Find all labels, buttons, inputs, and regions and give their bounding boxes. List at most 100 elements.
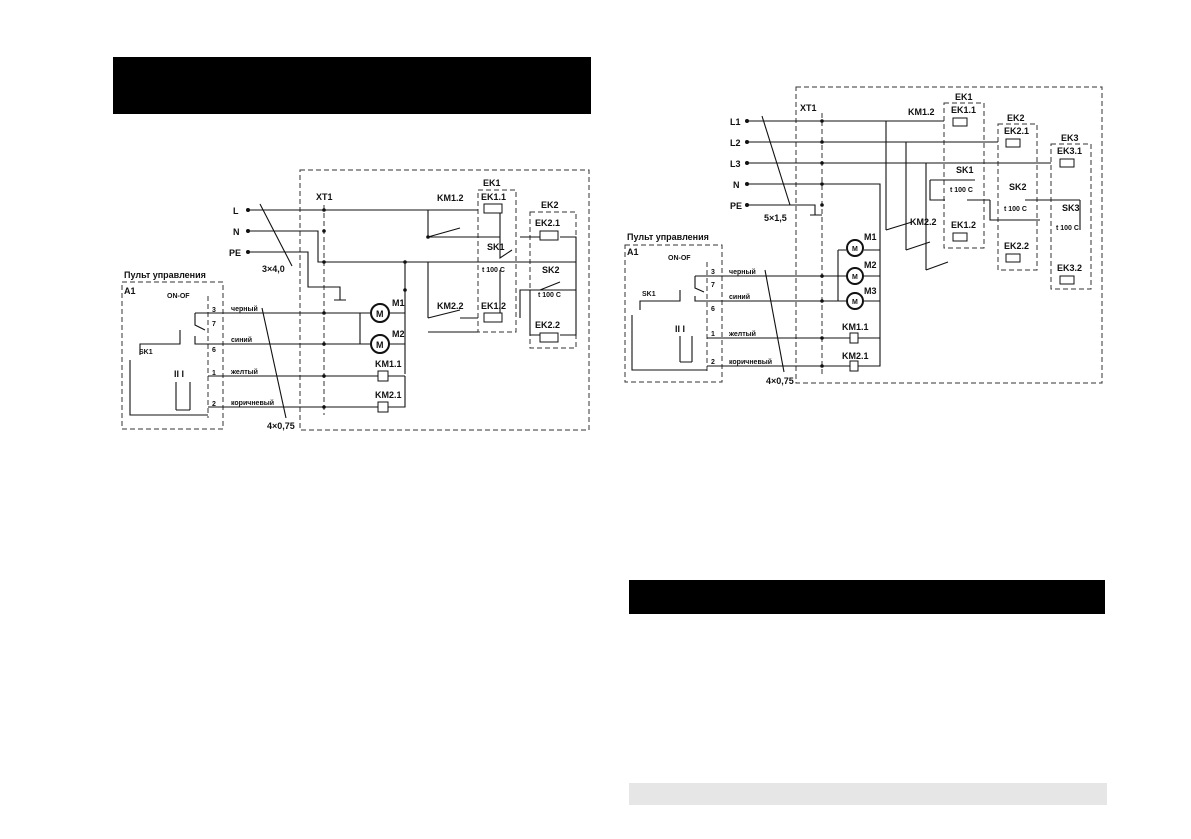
right-unit-outline: [795, 86, 1103, 384]
left-ek1-1-label: EK1.1: [481, 192, 506, 202]
right-km1-1-coil: [849, 332, 859, 344]
right-ek1-2-label: EK1.2: [951, 220, 976, 230]
svg-text:M: M: [376, 340, 384, 350]
right-ek3-2-label: EK3.2: [1057, 263, 1082, 273]
right-cable-ctrl: 4×0,75: [766, 376, 794, 386]
left-ek1-2-label: EK1.2: [481, 301, 506, 311]
left-km2-1-coil: [377, 401, 389, 413]
left-xt1-label: XT1: [316, 192, 333, 202]
right-ek3-1-label: EK3.1: [1057, 146, 1082, 156]
left-term-l: L: [233, 206, 239, 216]
right-motor-m3-icon: [846, 292, 864, 310]
left-term-pe: PE: [229, 248, 241, 258]
left-sk2-thermo-label: SK2: [542, 265, 560, 275]
right-km2-2-label: KM2.2: [910, 217, 937, 227]
left-km2-2-label: KM2.2: [437, 301, 464, 311]
left-on-off-label: ON-OF: [167, 293, 190, 300]
left-pin-6: 6: [212, 347, 216, 354]
right-motor-m1-icon: [846, 239, 864, 257]
right-ek2-1-label: EK2.1: [1004, 126, 1029, 136]
right-term-pe: PE: [730, 201, 742, 211]
svg-text:M: M: [852, 246, 858, 253]
left-km1-2-label: KM1.2: [437, 193, 464, 203]
left-pin-1: 1: [212, 370, 216, 377]
svg-text:M: M: [376, 309, 384, 319]
right-cable-main: 5×1,5: [764, 213, 787, 223]
right-pin-2: 2: [711, 359, 715, 366]
right-panel-id: A1: [627, 247, 639, 257]
left-motor-m2-icon: [370, 334, 390, 354]
left-km1-1-label: KM1.1: [375, 359, 402, 369]
left-unit-outline: [299, 169, 590, 431]
right-pin-7: 7: [711, 282, 715, 289]
left-wire-yellow: желтый: [230, 368, 258, 376]
left-ek2-2-label: EK2.2: [535, 320, 560, 330]
right-ek3-outline: [1050, 143, 1092, 290]
right-term-n: N: [733, 180, 740, 190]
right-sk1-label: SK1: [642, 291, 656, 298]
right-pin-1: 1: [711, 331, 715, 338]
right-km2-1-coil: [849, 360, 859, 372]
left-diagram: L N PE 3×4,0 XT1 KM1.2 KM2.2 EK1 EK1.1 E…: [121, 169, 590, 431]
left-heading-bar: [113, 57, 591, 114]
left-term-n: N: [233, 227, 240, 237]
right-control-panel-outline: [624, 244, 723, 383]
right-wire-brown: коричневый: [729, 358, 772, 366]
right-km2-1-label: KM2.1: [842, 351, 869, 361]
right-sk1-temp: t 100 C: [950, 187, 973, 194]
right-on-off-label: ON-OF: [668, 255, 691, 262]
left-ek2-1-label: EK2.1: [535, 218, 560, 228]
right-sk1-thermo-label: SK1: [956, 165, 974, 175]
right-sk3-temp: t 100 C: [1056, 225, 1079, 232]
right-term-l3: L3: [730, 159, 741, 169]
left-ek2-label: EK2: [541, 200, 559, 210]
right-ek1-1-label: EK1.1: [951, 105, 976, 115]
right-motor-m2-icon: [846, 267, 864, 285]
svg-text:M: M: [852, 274, 858, 281]
right-ek3-label: EK3: [1061, 133, 1079, 143]
left-control-panel-outline: [121, 281, 224, 430]
right-km1-1-label: KM1.1: [842, 322, 869, 332]
right-section-bar: [629, 580, 1105, 614]
right-wire-blue: синий: [729, 293, 750, 301]
left-pin-2: 2: [212, 401, 216, 408]
left-motor-m1-label: M1: [392, 298, 405, 308]
right-diagram: L1 L2 L3 N PE 5×1,5 XT1 KM1.2 KM2.2 EK1 …: [624, 86, 1103, 386]
right-ek2-label: EK2: [1007, 113, 1025, 123]
left-sk1-thermo-label: SK1: [487, 242, 505, 252]
svg-text:M: M: [852, 299, 858, 306]
right-panel-title: Пульт управления: [627, 232, 709, 242]
right-wire-yellow: желтый: [728, 330, 756, 338]
left-switch-positions: II I: [174, 369, 184, 379]
right-ek2-2-label: EK2.2: [1004, 241, 1029, 251]
right-xt1-label: XT1: [800, 103, 817, 113]
left-ek1-label: EK1: [483, 178, 501, 188]
right-motor-m1-label: M1: [864, 232, 877, 242]
right-footer-bar: [629, 783, 1107, 805]
right-ek1-label: EK1: [955, 92, 973, 102]
left-pin-3: 3: [212, 307, 216, 314]
left-km2-1-label: KM2.1: [375, 390, 402, 400]
right-ek2-outline: [997, 123, 1038, 271]
left-motor-m1-icon: [370, 303, 390, 323]
right-term-l2: L2: [730, 138, 741, 148]
right-sk3-thermo-label: SK3: [1062, 203, 1080, 213]
left-panel-id: A1: [124, 286, 136, 296]
right-pin-6: 6: [711, 306, 715, 313]
right-sk2-thermo-label: SK2: [1009, 182, 1027, 192]
right-pin-3: 3: [711, 269, 715, 276]
left-motor-m2-label: M2: [392, 329, 405, 339]
left-wire-blue: синий: [231, 336, 252, 344]
left-sk2-temp: t 100 C: [538, 292, 561, 299]
right-wire-black: черный: [729, 268, 756, 276]
left-ek1-outline: [477, 189, 517, 333]
left-km1-1-coil: [377, 370, 389, 382]
right-motor-m3-label: M3: [864, 286, 877, 296]
left-wire-black: черный: [231, 305, 258, 313]
left-sk1-label: SK1: [139, 349, 153, 356]
left-sk1-temp: t 100 C: [482, 267, 505, 274]
right-km1-2-label: KM1.2: [908, 107, 935, 117]
right-sk2-temp: t 100 C: [1004, 206, 1027, 213]
left-wire-brown: коричневый: [231, 399, 274, 407]
